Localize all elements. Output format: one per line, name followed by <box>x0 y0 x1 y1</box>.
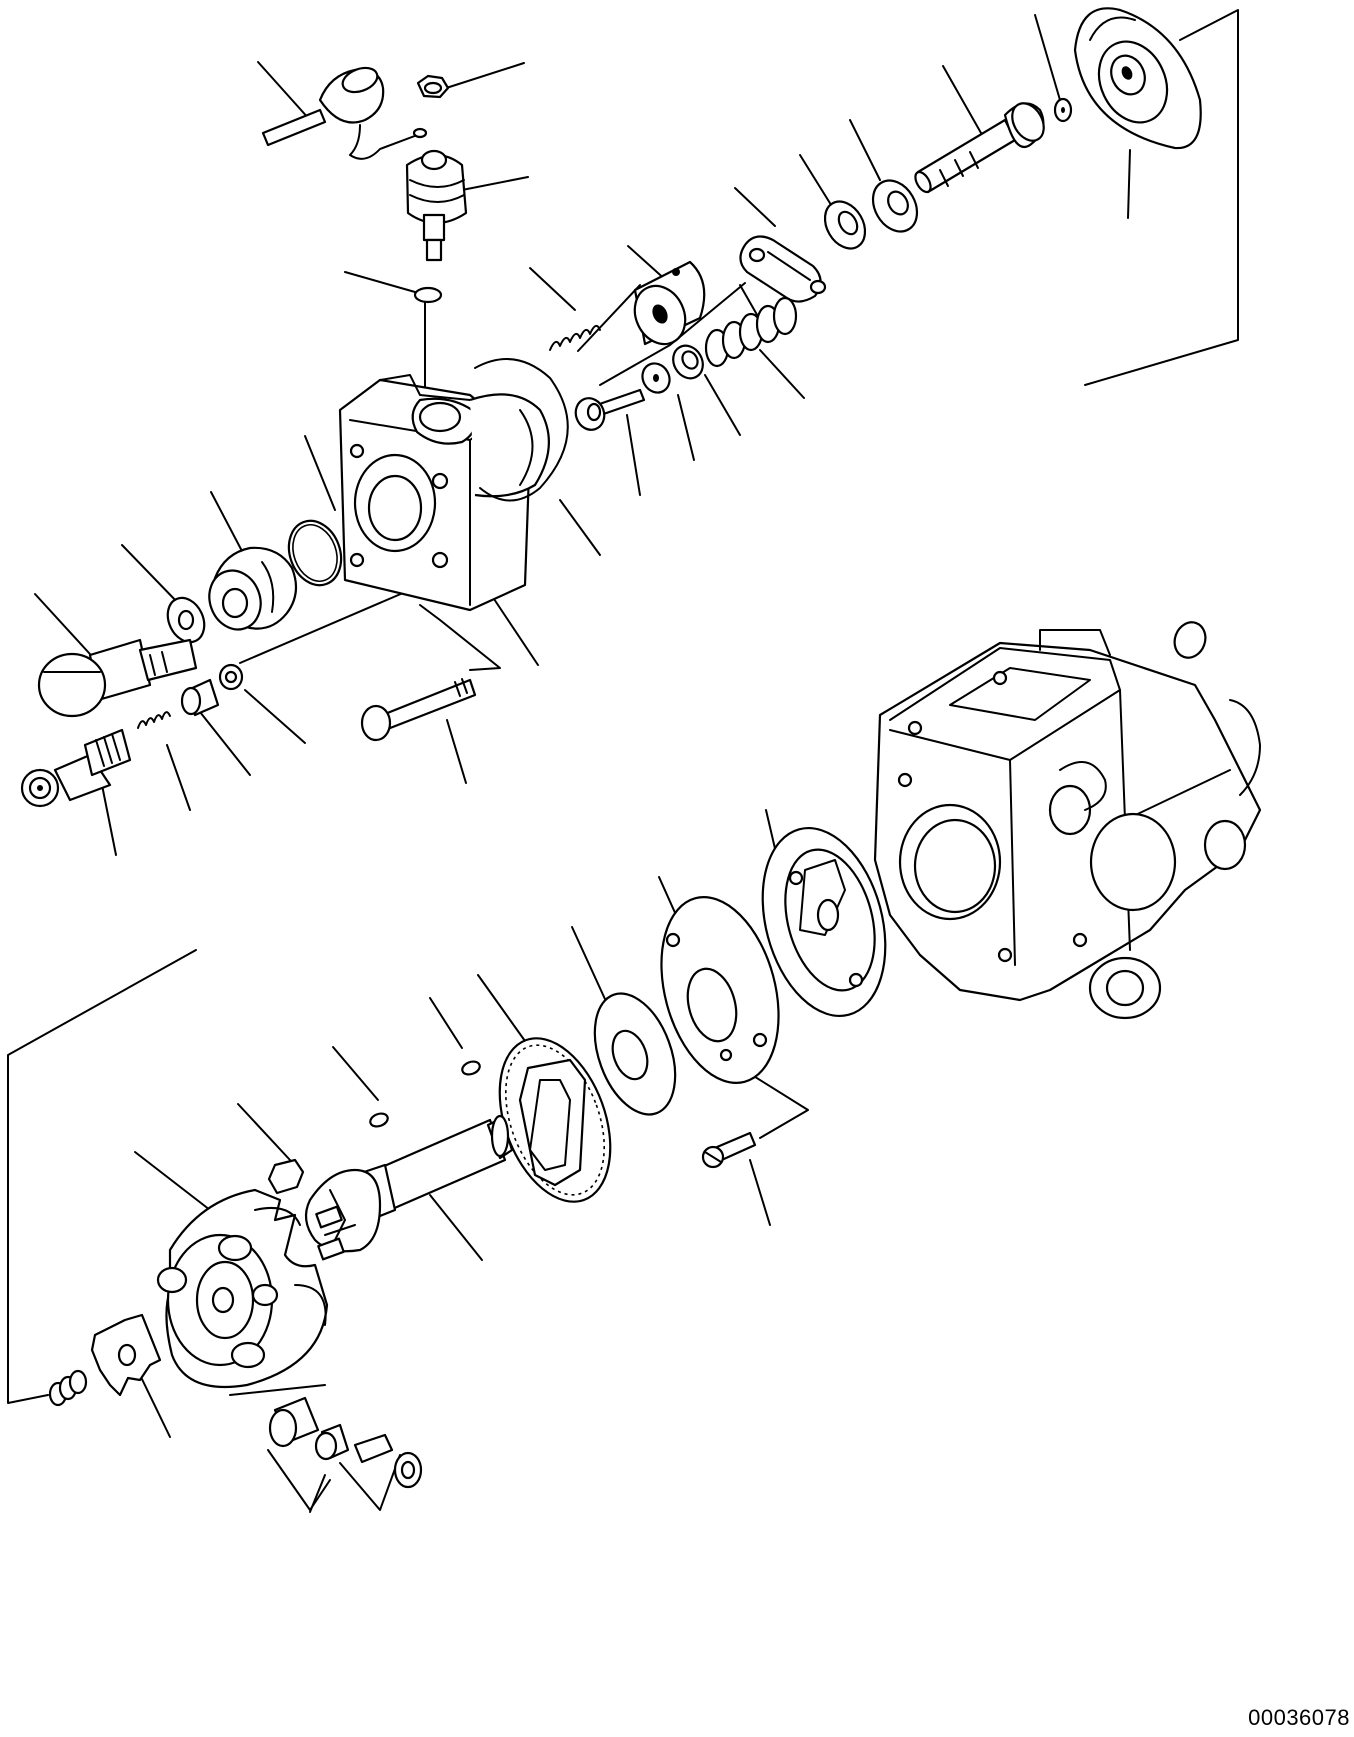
wire-connector <box>261 66 428 160</box>
solenoid-valve <box>405 149 468 262</box>
pump-housing <box>873 621 1262 1020</box>
spring-small <box>549 324 601 351</box>
o-ring-large <box>287 519 343 587</box>
lock-washer <box>823 200 867 250</box>
valve-body <box>208 546 298 631</box>
drawing-number: 00036078 <box>1248 1705 1350 1730</box>
spider <box>90 1313 162 1397</box>
washer <box>871 179 919 233</box>
gasket-washer <box>166 596 206 644</box>
plunger <box>574 388 646 431</box>
screw <box>701 1131 757 1169</box>
check-valve <box>20 728 132 808</box>
key-lower <box>369 1112 389 1128</box>
gear <box>498 1037 612 1203</box>
hollow-bolt <box>37 638 198 718</box>
seal-washer <box>218 663 244 691</box>
roller-set <box>268 1396 423 1489</box>
block <box>267 1158 305 1195</box>
collar <box>633 260 706 346</box>
seat <box>641 344 704 394</box>
nut <box>416 74 450 99</box>
drive-shaft <box>914 102 1045 194</box>
o-ring-small <box>413 286 443 304</box>
spring <box>137 711 171 729</box>
spring-set <box>704 296 798 368</box>
cam-disc <box>660 896 780 1084</box>
key-upper <box>461 1060 481 1076</box>
snap-ring <box>474 358 569 502</box>
ring <box>593 992 677 1116</box>
disc <box>761 826 887 1018</box>
head-housing <box>338 374 550 612</box>
leader-lines <box>7 9 1239 1513</box>
small-washer <box>1053 97 1073 123</box>
ball-seat <box>180 678 220 717</box>
governor-holder <box>156 1188 329 1389</box>
cover <box>1073 7 1202 150</box>
bolt <box>360 678 477 742</box>
shaft <box>304 1114 514 1261</box>
spring-left <box>48 1369 88 1407</box>
plate <box>739 235 827 303</box>
